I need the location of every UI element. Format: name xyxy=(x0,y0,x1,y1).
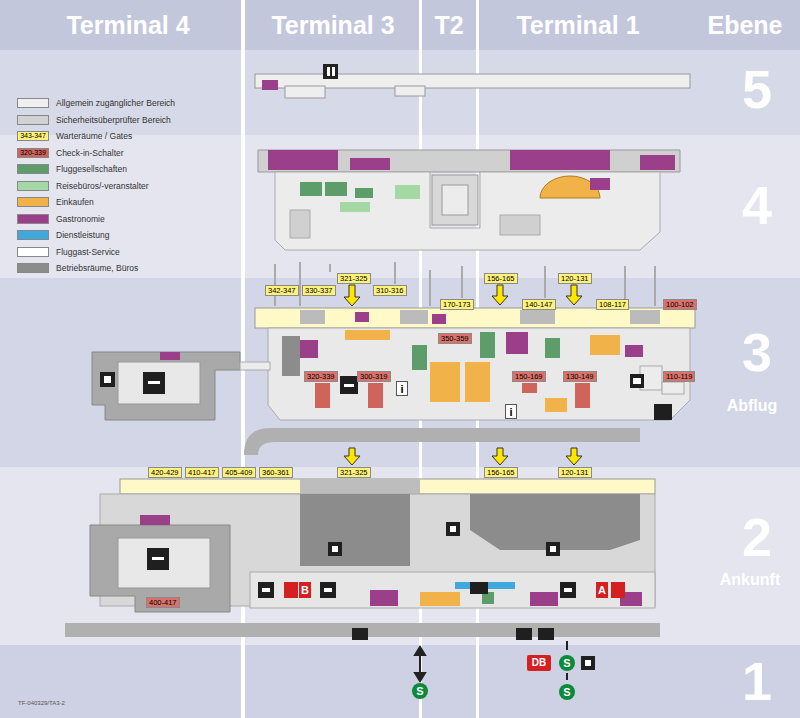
legend-swatch xyxy=(17,214,49,224)
gate-tag: 140-147 xyxy=(522,299,556,310)
gate-tag: 405-409 xyxy=(222,467,256,478)
legend-swatch xyxy=(17,263,49,273)
gate-tag: 120-131 xyxy=(558,273,592,284)
tag-text: 330-337 xyxy=(305,286,333,295)
gate-tag: 420-429 xyxy=(148,467,182,478)
gate-tag: 156-165 xyxy=(484,467,518,478)
legend-text: Reisebüros/-veranstalter xyxy=(56,181,149,191)
column-heading: Terminal 3 xyxy=(253,10,413,40)
column-heading: Terminal 4 xyxy=(48,10,208,40)
tag-text: 108-117 xyxy=(599,300,626,309)
level-number: 3 xyxy=(697,325,800,379)
level-band: 1 xyxy=(0,645,800,718)
check-in-tag: 100-102 xyxy=(663,299,697,310)
column-heading: T2 xyxy=(424,10,474,40)
s-bahn-sign: S xyxy=(412,683,428,699)
rail-sign: DB xyxy=(527,655,551,671)
gate-tag: 108-117 xyxy=(596,299,629,310)
gate-tag: 330-337 xyxy=(302,285,336,296)
legend: Allgemein zugänglicher BereichSicherheit… xyxy=(14,98,240,284)
tag-text: 420-429 xyxy=(151,468,179,477)
tag-text: 156-165 xyxy=(487,468,515,477)
tag-text: 110-119 xyxy=(666,372,692,381)
tag-text: 140-147 xyxy=(525,300,553,309)
tag-text: 156-165 xyxy=(487,274,515,283)
column-heading: Terminal 1 xyxy=(498,10,658,40)
legend-text: Gastronomie xyxy=(56,214,105,224)
legend-swatch xyxy=(17,181,49,191)
terminal-letter: B xyxy=(299,582,311,598)
legend-swatch xyxy=(17,115,49,125)
s-bahn-sign: S xyxy=(559,684,575,700)
legend-swatch xyxy=(17,197,49,207)
level-number: 5 xyxy=(697,62,800,116)
legend-text: Check-in-Schalter xyxy=(56,148,124,158)
level-number: 1 xyxy=(697,654,800,708)
level-number: 2 xyxy=(697,510,800,564)
check-in-tag: 150-169 xyxy=(512,371,546,382)
tag-text: 100-102 xyxy=(666,300,694,309)
tag-text: 321-325 xyxy=(340,468,368,477)
tag-text: 410-417 xyxy=(188,468,216,477)
tag-text: 150-169 xyxy=(515,372,543,381)
info-sign: i xyxy=(505,404,517,419)
legend-text: Warteräume / Gates xyxy=(56,131,132,141)
tag-text: 310-316 xyxy=(376,286,404,295)
s-bahn-sign: S xyxy=(559,655,575,671)
tag-text: 120-131 xyxy=(561,468,589,477)
gate-tag: 170-173 xyxy=(440,299,474,310)
legend-swatch: 320-339 xyxy=(17,148,49,158)
gate-tag: 360-361 xyxy=(259,467,293,478)
check-in-tag: 110-119 xyxy=(663,371,695,382)
legend-text: Dienstleistung xyxy=(56,230,109,240)
tag-text: 405-409 xyxy=(225,468,253,477)
tag-text: 360-361 xyxy=(262,468,290,477)
tag-text: 400-417 xyxy=(149,598,177,607)
tag-text: 170-173 xyxy=(443,300,471,309)
tag-text: 350-359 xyxy=(441,334,469,343)
tag-text: 342-347 xyxy=(268,286,296,295)
legend-text: Fluggast-Service xyxy=(56,247,120,257)
legend-swatch: 343-347 xyxy=(17,131,49,141)
document-code: TF-040329/TA3-2 xyxy=(18,698,138,708)
swatch-number: 320-339 xyxy=(18,149,48,157)
legend-swatch xyxy=(17,247,49,257)
level-band: 2Ankunft 420-429 410-417 405-409 360-361 321-… xyxy=(0,467,800,645)
check-in-tag: 400-417 xyxy=(146,597,180,608)
gate-tag: 321-325 xyxy=(337,467,371,478)
swatch-number: 343-347 xyxy=(18,132,48,140)
level-number: 4 xyxy=(697,178,800,232)
gate-tag: 156-165 xyxy=(484,273,518,284)
tag-text: 300-319 xyxy=(360,372,388,381)
legend-text: Einkaufen xyxy=(56,197,94,207)
check-in-tag: 130-149 xyxy=(563,371,597,382)
legend-text: Sicherheitsüberprüfter Bereich xyxy=(56,115,171,125)
check-in-tag: 320-339 xyxy=(304,371,338,382)
tag-text: 120-131 xyxy=(561,274,589,283)
legend-text: Betriebsräume, Büros xyxy=(56,263,138,273)
gate-tag: 410-417 xyxy=(185,467,219,478)
info-sign: i xyxy=(396,381,408,396)
level-name: Abflug xyxy=(692,398,800,414)
legend-text: Fluggesellschaften xyxy=(56,164,127,174)
legend-text: Allgemein zugänglicher Bereich xyxy=(56,98,175,108)
gate-tag: 120-131 xyxy=(558,467,592,478)
terminal-letter: A xyxy=(596,582,608,598)
legend-swatch xyxy=(17,230,49,240)
level-name: Ankunft xyxy=(690,572,800,588)
level-band: 3Abflug342-347330-337321-325310-316170-1… xyxy=(0,278,800,467)
gate-tag: 321-325 xyxy=(337,273,371,284)
column-heading: Ebene xyxy=(695,10,795,40)
check-in-tag: 350-359 xyxy=(438,333,472,344)
legend-swatch xyxy=(17,98,49,108)
legend-swatch xyxy=(17,164,49,174)
tag-text: 320-339 xyxy=(307,372,335,381)
gate-tag: 342-347 xyxy=(265,285,299,296)
tag-text: 321-325 xyxy=(340,274,368,283)
gate-tag: 310-316 xyxy=(373,285,407,296)
tag-text: 130-149 xyxy=(566,372,594,381)
check-in-tag: 300-319 xyxy=(357,371,391,382)
